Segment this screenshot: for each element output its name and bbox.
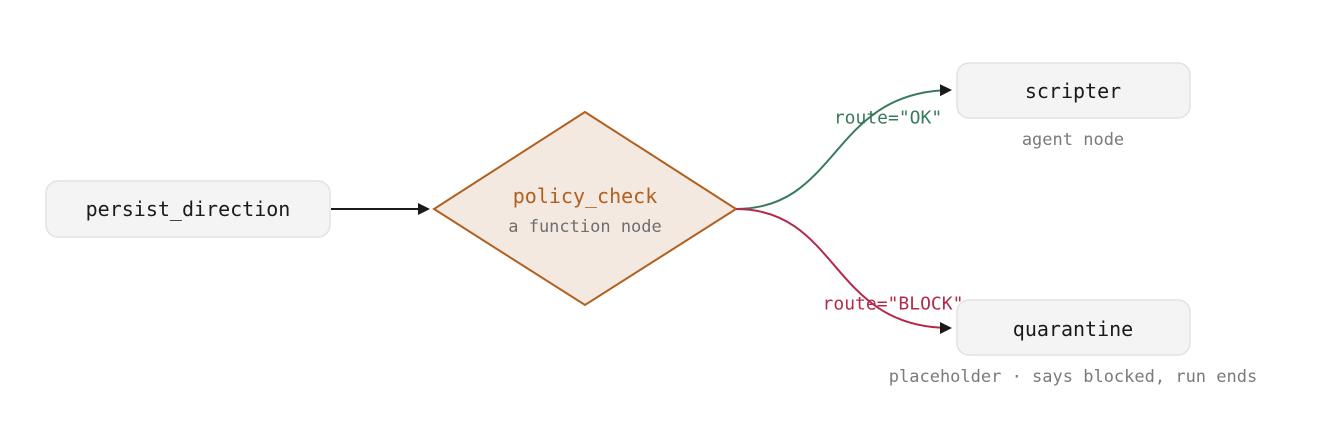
quarantine-label: quarantine <box>1013 317 1133 341</box>
edge-block-route <box>735 208 952 334</box>
persist-direction-node[interactable]: persist_direction <box>45 180 331 238</box>
policy-check-label: policy_check <box>513 184 658 208</box>
edge-ok-label: route="OK" <box>834 108 942 129</box>
scripter-sublabel: agent node <box>1022 130 1124 150</box>
quarantine-sublabel: placeholder · says blocked, run ends <box>889 367 1257 387</box>
decision-diamond <box>432 110 738 307</box>
edge-ok-route <box>735 84 952 210</box>
scripter-label: scripter <box>1025 79 1121 103</box>
persist-direction-label: persist_direction <box>86 197 291 221</box>
quarantine-node[interactable]: quarantine <box>956 299 1191 356</box>
policy-check-sublabel: a function node <box>508 217 662 237</box>
scripter-node[interactable]: scripter <box>956 62 1191 119</box>
edge-block-label: route="BLOCK" <box>823 294 964 315</box>
policy-check-node[interactable]: policy_check a function node <box>432 110 738 307</box>
